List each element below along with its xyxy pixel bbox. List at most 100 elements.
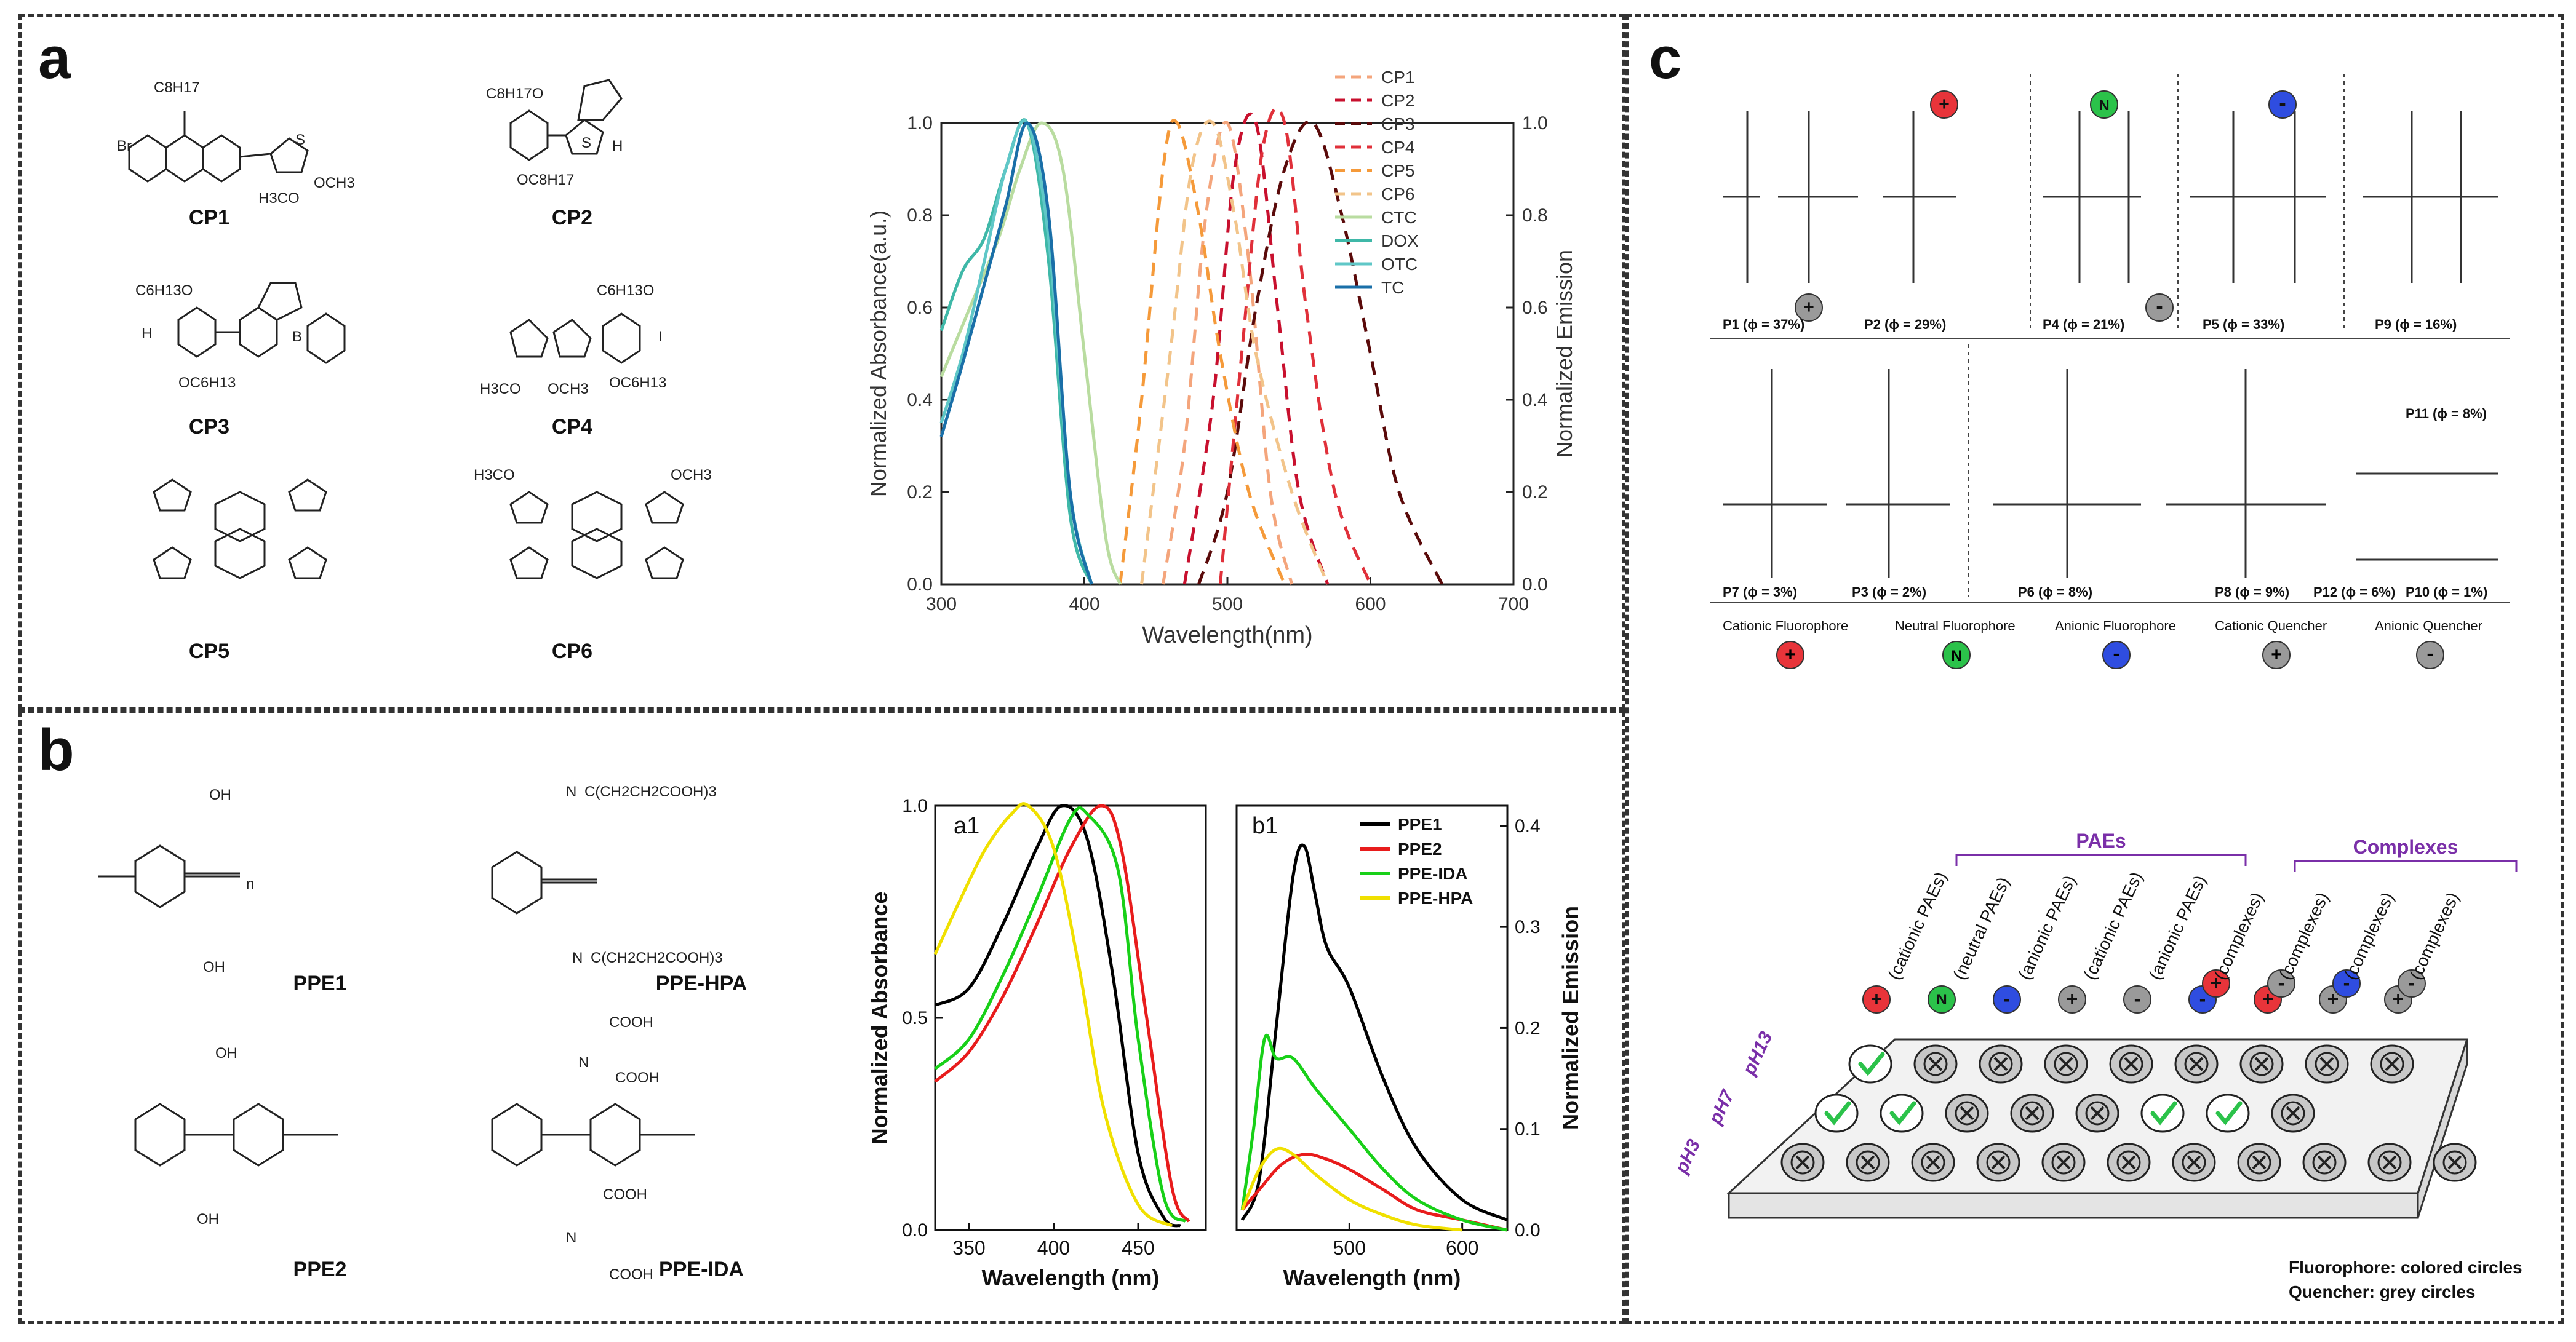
chart-b1-xtick-label: 400 [1037,1237,1070,1259]
ppe-ida-cooh-3: COOH [603,1186,647,1203]
x-mark-ring [2184,1052,2209,1076]
legend-anionic-fluorophore: Anionic Fluorophore [2055,618,2176,633]
chart-a-series-cp4 [1218,106,1372,585]
polymer-label-p7: P7 (ϕ = 3%) [1723,584,1797,600]
cp1-c8h17: C8H17 [154,79,200,96]
chart-b1-ytick-label: 0.0 [902,1220,928,1241]
array-col-label-3: (cationic PAEs) [2080,869,2146,983]
chart-a-legend-label-cp5: CP5 [1381,161,1414,180]
x-mark-icon [2121,1155,2136,1170]
x-mark-icon [2189,1057,2204,1071]
array-well-0-2 [1979,1044,2023,1084]
array-well-circle [1814,1094,1859,1133]
chart-b2-legend-label-ppe1: PPE1 [1398,815,1442,834]
cp4-i: I [658,328,663,345]
array-well-circle [1848,1044,1892,1084]
cp2-h: H [612,138,623,154]
chart-b2-y2label: Normalized Emission [1558,906,1583,1130]
chart-a-ytick-label-right: 0.4 [1522,390,1548,410]
chart-a-ytick-label-right: 0.8 [1522,205,1548,226]
array-badge-symbol: N [1936,991,1947,1008]
group-paes-label: PAEs [2076,830,2126,852]
array-well-1-1 [1880,1094,1924,1133]
chart-b1-xtick-label: 450 [1122,1237,1154,1259]
legend-symbol-af: - [2113,642,2119,665]
cp4-c6h13o: C6H13O [597,282,654,299]
x-mark-icon [2286,1106,2300,1121]
cp1-br: Br [117,138,132,154]
x-mark-icon [2187,1155,2201,1170]
chart-a-ytick-label: 0.0 [907,574,933,595]
x-mark-ring [2051,1150,2076,1175]
chart-a-ytick-label: 1.0 [907,113,933,133]
x-mark-ring [2054,1052,2078,1076]
x-mark-icon [2317,1155,2332,1170]
array-well-0-0 [1848,1044,1892,1084]
ppe-ida-n-bottom: N [566,1229,576,1246]
polymer-label-p11: P11 (ϕ = 8%) [2406,406,2487,421]
x-mark-ring [1921,1150,1945,1175]
array-well-2-2 [1911,1143,1955,1182]
array-slab-side [2417,1039,2468,1218]
x-mark-ring [2281,1101,2305,1126]
array-badge-circle [1928,985,1956,1014]
x-mark-icon [2252,1155,2267,1170]
chart-a-series-cp5 [1119,119,1286,585]
cp2-oc8h17: OC8H17 [517,172,574,188]
array-badge-circle [2058,985,2086,1014]
chart-a-series-tc [939,121,1093,585]
chart-b2-ytick-label: 0.4 [1515,816,1541,836]
array-well-2-0 [1780,1143,1825,1182]
chart-a-xtick-label: 600 [1355,594,1386,614]
array-badge-symbol: - [2343,972,2350,994]
chart-a-ytick-label: 0.2 [907,482,933,502]
x-mark-ring [2377,1150,2402,1175]
cp2-c8h17o: C8H17O [486,85,543,102]
legend-symbol-cq: + [2271,645,2282,665]
x-mark-ring [2249,1052,2274,1076]
array-badge-circle [2398,969,2426,998]
array-well-0-6 [2239,1044,2284,1084]
cp6-och3: OCH3 [671,467,712,483]
array-col-label-5: (complexes) [2210,889,2267,982]
chart-b1-ytick-label: 1.0 [902,796,928,816]
x-mark-ring [1790,1150,1815,1175]
ppe-hpa-n-top: N [566,784,576,800]
array-badge-circle [2123,985,2151,1014]
array-badge-circle [2267,969,2295,998]
chart-b1-ylabel: Normalized Absorbance [867,892,892,1145]
label-cp5: CP5 [188,640,230,663]
panel-a [18,14,1625,710]
chart-a-y2label: Normalized Emission [1552,250,1577,458]
array-col-label-7: (complexes) [2340,889,2398,982]
x-mark-icon [2254,1057,2269,1071]
cp6-structure: H3CO OCH3 [474,467,712,579]
x-mark-icon [1960,1106,1974,1121]
chart-a-ytick-label: 0.4 [907,390,933,410]
label-ppe2: PPE2 [293,1258,347,1281]
chart-a-ylabel: Normalized Absorbance(a.u.) [866,210,891,497]
chart-a-legend-label-ctc: CTC [1381,208,1417,227]
chart-a-legend-label-otc: OTC [1381,255,1418,274]
cp3-b: B [292,328,302,345]
chart-b2-series-ppe2 [1241,1153,1508,1232]
array-col-badge-1-0: N [1928,985,1956,1014]
polymer-label-p6: P6 (ϕ = 8%) [2018,584,2092,600]
badge-row2-cq-symbol: + [1803,297,1814,317]
legend-neutral-fluorophore: Neutral Fluorophore [1895,618,2016,633]
polymer-label-p12: P12 (ϕ = 6%) [2313,584,2395,600]
chart-b1-series-ppe-ida [934,806,1187,1223]
chart-a-series-cp2 [1182,113,1330,585]
array-well-2-10 [2433,1143,2477,1182]
array-row-label-ph3: pH3 [1671,1136,1704,1177]
array-well-0-3 [2044,1044,2088,1084]
x-mark-ring [2085,1101,2110,1126]
polymer-label-p2: P2 (ϕ = 29%) [1864,317,1946,332]
ppe-hpa-chain-bottom: C(CH2CH2COOH)3 [591,950,723,966]
cp5-structure [153,478,327,579]
chart-b2-xtick-label: 600 [1446,1237,1478,1259]
cp3-h: H [142,325,152,342]
array-col-label-2: (anionic PAEs) [2014,872,2079,982]
legend-symbol-nf: N [1951,648,1961,664]
